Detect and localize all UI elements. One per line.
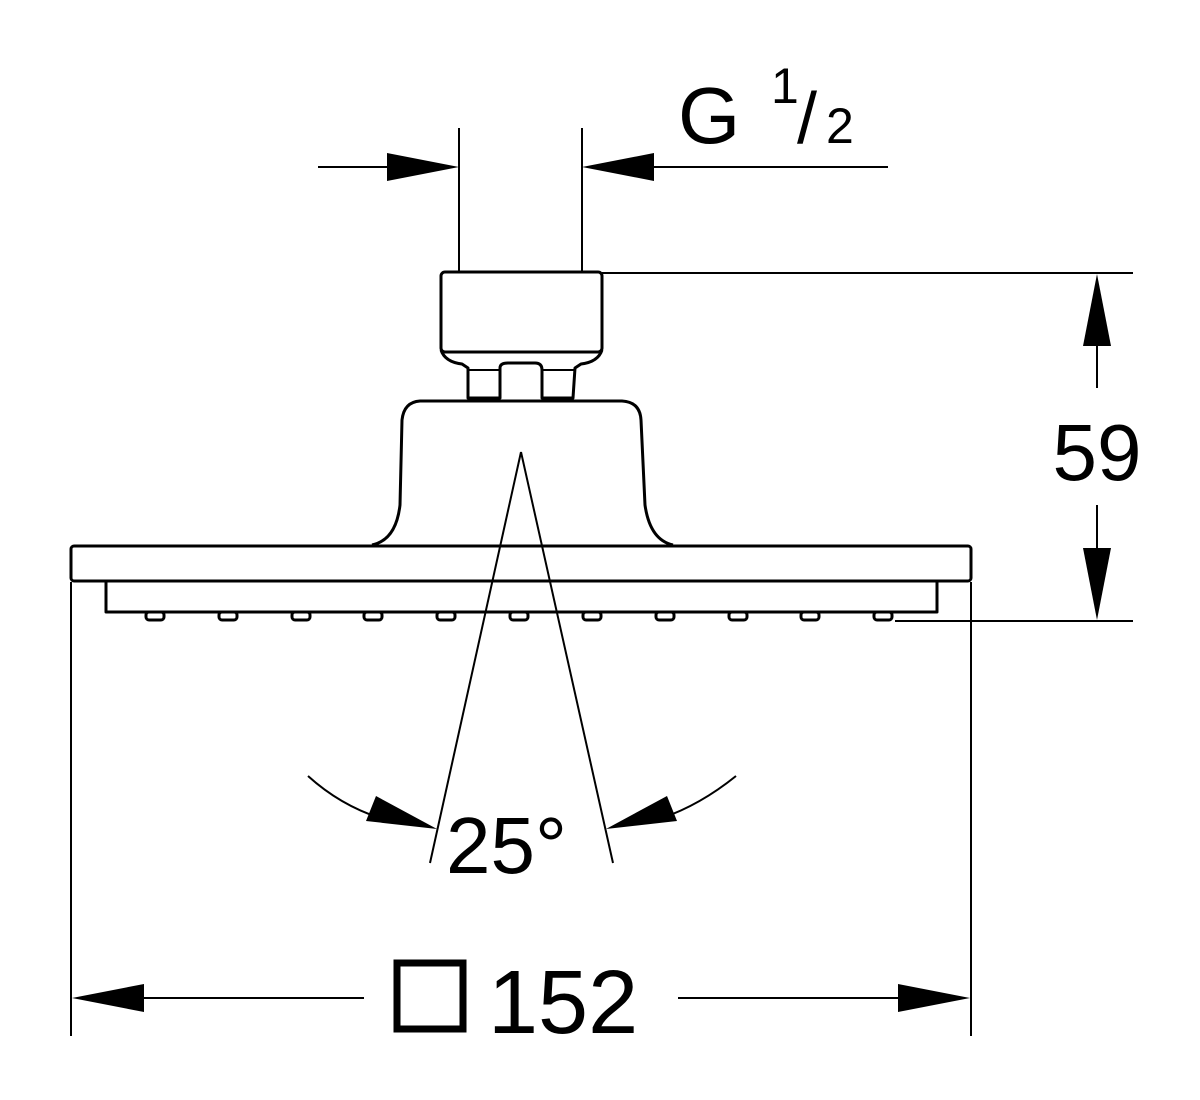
shower-body <box>371 399 674 547</box>
nozzles <box>144 610 894 622</box>
thread-arrow-left-icon <box>387 153 459 181</box>
thread-fraction-slash: / <box>797 79 817 159</box>
width-dimension-label: 152 <box>488 953 638 1053</box>
thread-letter: G <box>678 71 740 160</box>
thread-dimension: G 1 / 2 <box>318 58 888 272</box>
spray-angle-dimension: 25° <box>307 451 737 890</box>
width-dimension: 152 <box>70 582 972 1053</box>
shower-plate <box>69 544 973 583</box>
thread-fraction-denominator: 2 <box>826 98 854 154</box>
spray-angle-label: 25° <box>446 801 567 890</box>
square-symbol-icon <box>393 959 467 1033</box>
height-arrow-up-icon <box>1083 274 1111 346</box>
spray-face <box>104 579 939 614</box>
width-arrow-left-icon <box>72 984 144 1012</box>
thread-arrow-right-icon <box>582 153 654 181</box>
connection-nut <box>439 270 604 400</box>
angle-arrow-right-icon <box>606 796 677 829</box>
thread-fraction-numerator: 1 <box>771 58 799 114</box>
angle-arrow-left-icon <box>366 796 437 829</box>
width-arrow-right-icon <box>898 984 970 1012</box>
height-dimension: 59 <box>602 272 1142 622</box>
height-arrow-down-icon <box>1083 548 1111 620</box>
height-dimension-label: 59 <box>1053 408 1142 497</box>
